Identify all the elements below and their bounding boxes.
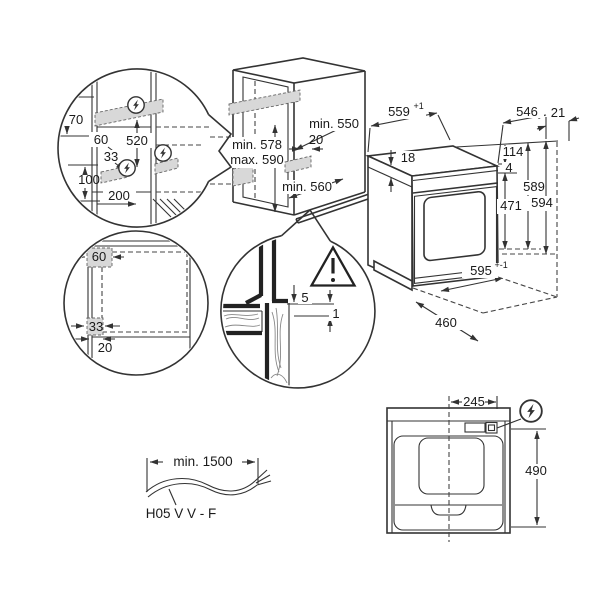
dim-595-sup: +-1 <box>495 260 508 270</box>
dim-520: 520 <box>126 133 148 148</box>
power-cable-drawing: min. 1500 H05 V V - F <box>145 454 272 521</box>
dim-20: 20 <box>309 132 323 147</box>
dim-114: 114 <box>503 144 524 159</box>
dim-4: 4 <box>505 160 512 175</box>
dim-min550: min. 550 <box>309 116 359 131</box>
dim-490: 490 <box>525 463 547 478</box>
power-icon <box>154 144 172 162</box>
detail-circle-gap-section: 5 1 <box>220 209 376 389</box>
dim-60: 60 <box>92 249 106 264</box>
dim-595: 595 <box>470 263 492 278</box>
oven-top-view: 245 490 <box>386 394 551 542</box>
oven-drawing: 559 +1 546 21 18 114 4 471 589 594 595 +… <box>365 101 580 342</box>
dim-21: 21 <box>551 105 565 120</box>
dim-5: 5 <box>301 290 308 305</box>
dim-min560: min. 560 <box>282 179 332 194</box>
warning-icon <box>309 245 357 287</box>
dim-559: 559 <box>388 104 410 119</box>
dim-245: 245 <box>463 394 485 409</box>
dim-18: 18 <box>401 150 415 165</box>
dim-33: 33 <box>89 319 103 334</box>
detail-circle-rear-cutouts: 70 60 520 33 100 200 <box>57 68 233 228</box>
cabinet-niche-drawing: min. 578 max. 590 min. 550 20 min. 560 <box>210 57 372 224</box>
dim-200: 200 <box>108 188 130 203</box>
dim-70: 70 <box>69 112 83 127</box>
power-icon <box>118 159 136 177</box>
power-icon <box>127 96 145 114</box>
power-icon <box>519 399 543 423</box>
dim-max590: max. 590 <box>230 152 283 167</box>
dim-1: 1 <box>332 306 339 321</box>
dim-33: 33 <box>104 149 118 164</box>
cable-length-label: min. 1500 <box>173 454 232 469</box>
dim-546: 546 <box>516 104 538 119</box>
dim-471: 471 <box>500 198 522 213</box>
dim-60: 60 <box>94 132 108 147</box>
dim-100: 100 <box>78 172 100 187</box>
dim-460: 460 <box>435 315 457 330</box>
dim-594: 594 <box>531 195 553 210</box>
detail-circle-base-cutouts: 60 33 20 <box>63 230 209 376</box>
dim-559-sup: +1 <box>414 101 424 111</box>
dim-20: 20 <box>98 340 112 355</box>
dim-589: 589 <box>523 179 545 194</box>
dim-min578: min. 578 <box>232 137 282 152</box>
cable-type-label: H05 V V - F <box>146 506 217 521</box>
